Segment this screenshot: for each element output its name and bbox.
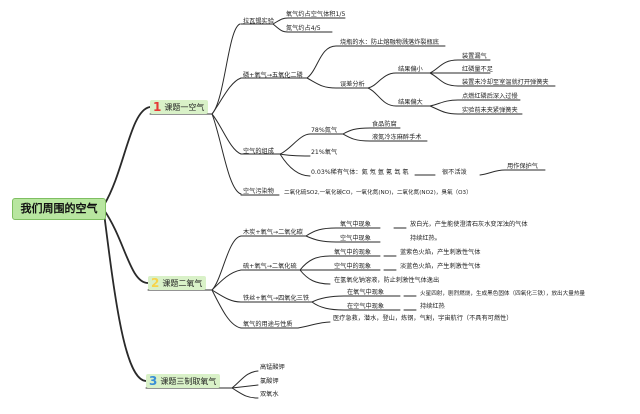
branch-root-topic3 — [103, 212, 147, 382]
branch-root-topic2 — [103, 209, 149, 284]
node-food[interactable]: 食品防腐 — [372, 121, 397, 128]
node-composition[interactable]: 空气的组成 — [243, 148, 274, 155]
node-red-phosphorus[interactable]: 磷+氧气→五氧化二磷 — [243, 72, 303, 79]
node-pollutants[interactable]: 空气污染物 — [243, 188, 274, 195]
node-inactive[interactable]: 很不活泼 — [442, 169, 467, 176]
node-sulfur-air-desc[interactable]: 淡蓝色火焰，产生刺激性气体 — [400, 263, 481, 270]
node-o2-volume[interactable]: 氧气约占空气体积1/5 — [286, 11, 346, 18]
topic-2-label: 课题二氧气 — [162, 279, 203, 288]
node-iron-o2-desc[interactable]: 火星四射，剧烈燃烧，生成黑色固体（四氧化三铁），放出大量热量 — [420, 291, 586, 297]
node-clamp[interactable]: 实验前未夹紧弹簧夹 — [462, 107, 518, 114]
node-water-role[interactable]: 烧瓶的水：防止熔融物溅落炸裂瓶底 — [340, 39, 439, 46]
node-iron-o2-phenomenon[interactable]: 在氧气中现象 — [347, 289, 385, 296]
node-n2-78[interactable]: 78%氮气 — [311, 127, 338, 134]
node-sulfur-o2-phenomenon[interactable]: 氧气中的现象 — [334, 249, 372, 256]
node-p-insufficient[interactable]: 红磷量不足 — [462, 66, 493, 73]
node-carbon-air-phenomenon[interactable]: 空气中现象 — [340, 235, 371, 242]
branch-root-topic1 — [103, 106, 151, 206]
node-naoh[interactable]: 在氢氧化钠溶液，防止刺激性气体逸出 — [334, 277, 440, 284]
node-sulfur[interactable]: 硫+氧气→二氧化硫 — [243, 263, 297, 270]
node-carbon[interactable]: 木炭+氧气→二氧化碳 — [243, 229, 303, 236]
node-result-low[interactable]: 结果偏小 — [398, 66, 423, 73]
node-noble-gases[interactable]: 0.03%稀有气体：氦 氖 氩 氪 氙 氡 — [311, 169, 409, 176]
root-node-title[interactable]: 我们周围的空气 — [12, 198, 106, 220]
node-iron-air-phenomenon[interactable]: 在空气中现象 — [347, 303, 385, 310]
node-o2-uses-list[interactable]: 医疗急救，潜水，登山，炼钢，气割，宇宙航行（不具有可燃性） — [333, 315, 513, 322]
node-protective-gas[interactable]: 用作保护气 — [507, 163, 538, 170]
node-kclo3[interactable]: 氯酸钾 — [260, 378, 279, 385]
topic-1-number: 1 — [153, 100, 162, 114]
node-carbon-o2-desc[interactable]: 放白光，产生能使澄清石灰水变浑浊的气体 — [410, 221, 528, 228]
node-iron[interactable]: 铁丝+氧气→四氧化三铁 — [243, 295, 310, 302]
node-open-early[interactable]: 装置未冷却至室温就打开弹簧夹 — [462, 79, 549, 86]
node-n2-volume[interactable]: 氮气约占4/5 — [286, 25, 321, 32]
node-carbon-o2-phenomenon[interactable]: 氧气中现象 — [340, 221, 371, 228]
node-o2-21[interactable]: 21%氧气 — [311, 149, 338, 156]
topic-3-label: 课题三制取氧气 — [160, 377, 217, 386]
node-sulfur-o2-desc[interactable]: 蓝紫色火焰，产生刺激性气体 — [400, 249, 481, 256]
node-o2-uses[interactable]: 氧气的用途与性质 — [243, 321, 293, 328]
node-iron-air-desc[interactable]: 持续红热 — [420, 303, 445, 310]
node-kmno4[interactable]: 高锰酸钾 — [260, 364, 285, 371]
node-sulfur-air-phenomenon[interactable]: 空气中的现象 — [334, 263, 372, 270]
node-lavoisier[interactable]: 拉瓦锡实验 — [243, 18, 274, 25]
node-h2o2[interactable]: 双氧水 — [260, 391, 279, 398]
topic-1-label: 课题一空气 — [164, 103, 205, 112]
node-error-analysis[interactable]: 误差分析 — [340, 81, 365, 88]
topic-2-number: 2 — [151, 276, 160, 290]
node-pollutant-list[interactable]: 二氧化硫SO2,一氧化碳CO，一氧化氮(NO)，二氧化氮(NO2)，臭氧（O3） — [284, 190, 472, 196]
topic-3-number: 3 — [149, 374, 158, 388]
node-leak[interactable]: 装置漏气 — [462, 53, 487, 60]
node-insert-slow[interactable]: 点燃红磷后深入过慢 — [462, 93, 518, 100]
node-carbon-air-desc[interactable]: 持续红热。 — [410, 235, 441, 242]
node-liquid-n2[interactable]: 液氮冷冻麻醉手术 — [372, 134, 422, 141]
node-result-high[interactable]: 结果偏大 — [398, 99, 423, 106]
